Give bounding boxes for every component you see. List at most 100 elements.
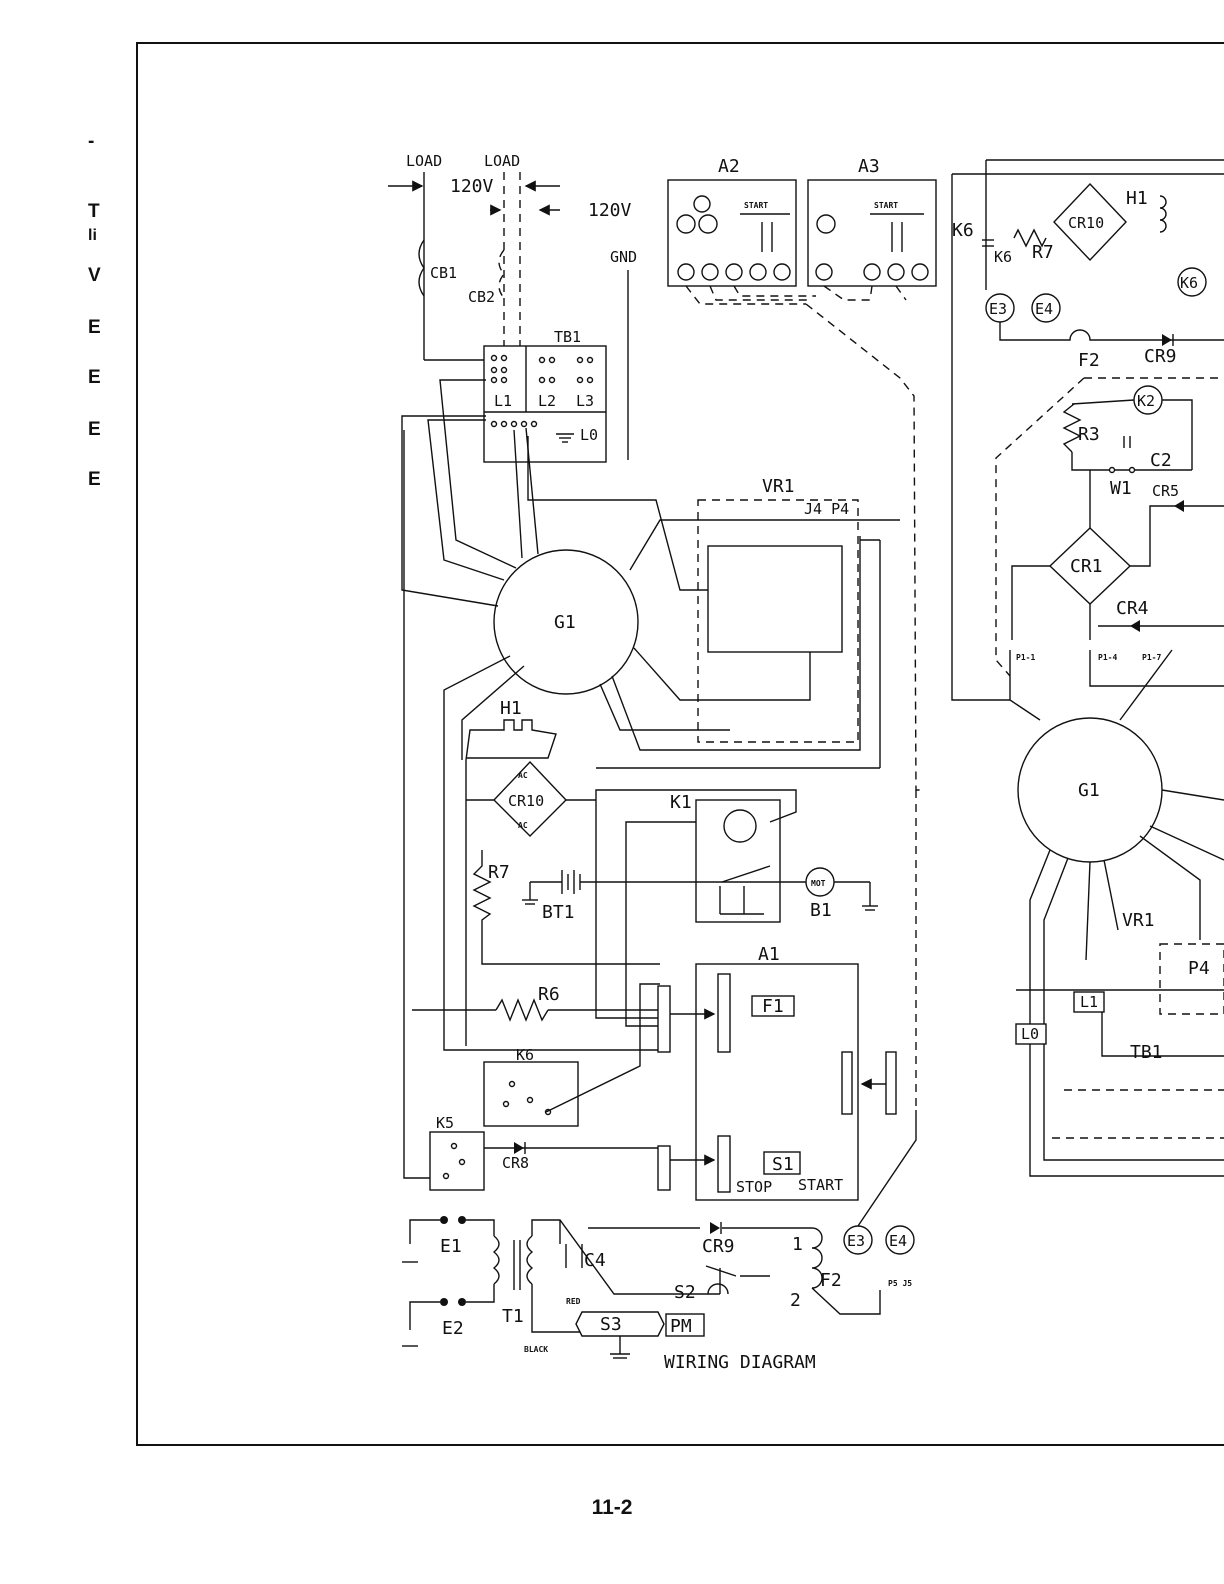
label-a2: A2 <box>718 156 740 177</box>
label-terminal-2: 2 <box>790 1290 801 1311</box>
label-p5-j5: P5 J5 <box>888 1279 912 1288</box>
label-right-cr1: CR1 <box>1070 556 1103 577</box>
label-r7: R7 <box>488 862 510 883</box>
edge-fragment: li <box>88 227 97 244</box>
label-p1-4: P1-4 <box>1098 653 1117 662</box>
label-j4-p4: J4 P4 <box>804 500 849 518</box>
fuse-f2-lower <box>811 1110 917 1315</box>
terminal-board-tb1 <box>483 345 607 463</box>
diagram-caption: WIRING DIAGRAM <box>664 1352 816 1373</box>
label-l2: L2 <box>538 392 556 410</box>
label-right-k2: K2 <box>1137 392 1155 410</box>
label-black: BLACK <box>524 1345 548 1354</box>
component-labels: LOAD LOAD 120V 120V GND CB1 CB2 TB1 L1 L… <box>406 152 1210 1373</box>
edge-fragment: E <box>88 419 101 440</box>
label-pm: PM <box>670 1316 692 1337</box>
bridge-rectifier-cr10 <box>465 760 596 1046</box>
label-k5: K5 <box>436 1114 454 1132</box>
label-gnd: GND <box>610 248 637 266</box>
label-l1: L1 <box>494 392 512 410</box>
label-right-l0: L0 <box>1021 1025 1039 1043</box>
label-a3-start: START <box>874 201 898 210</box>
label-terminal-1: 1 <box>792 1234 803 1255</box>
label-f2: F2 <box>820 1270 842 1291</box>
label-tb1: TB1 <box>554 328 581 346</box>
module-a2 <box>667 179 797 287</box>
label-load-right: LOAD <box>484 152 520 170</box>
label-right-p4: P4 <box>1188 958 1210 979</box>
label-right-w1: W1 <box>1110 478 1132 499</box>
label-120v-left: 120V <box>450 176 494 197</box>
label-right-cr10: CR10 <box>1068 214 1104 232</box>
label-a3: A3 <box>858 156 880 177</box>
label-right-r7: R7 <box>1032 242 1054 263</box>
generator-g1 <box>401 379 900 1051</box>
label-right-c2: C2 <box>1150 450 1172 471</box>
label-right-k6-contact: K6 <box>994 248 1012 266</box>
edge-fragment: V <box>88 265 101 286</box>
label-e1: E1 <box>440 1236 462 1257</box>
label-120v-right: 120V <box>588 200 632 221</box>
label-s2: S2 <box>674 1282 696 1303</box>
label-c4: C4 <box>584 1250 606 1271</box>
label-a1: A1 <box>758 944 780 965</box>
label-right-cr4: CR4 <box>1116 598 1149 619</box>
label-b1: B1 <box>810 900 832 921</box>
label-e4: E4 <box>889 1232 907 1250</box>
load-input-wiring <box>388 172 629 460</box>
label-right-l1: L1 <box>1080 993 1098 1011</box>
relay-k1 <box>595 789 797 1027</box>
label-vr1: VR1 <box>762 476 795 497</box>
edge-fragment: E <box>88 367 101 388</box>
control-board-a1 <box>657 963 897 1201</box>
label-stop: STOP <box>736 1178 772 1196</box>
relay-k5 <box>403 430 658 1191</box>
resistor-r6 <box>412 998 660 1022</box>
right-panel-schematic <box>951 159 1224 1177</box>
edge-fragment: E <box>88 317 101 338</box>
label-cr8: CR8 <box>502 1154 529 1172</box>
label-s1: S1 <box>772 1154 794 1175</box>
page-number: 11-2 <box>591 1496 633 1519</box>
cropped-page-edge-text: - T li V E E E E <box>88 0 108 500</box>
label-start: START <box>798 1176 843 1194</box>
label-cb2: CB2 <box>468 288 495 306</box>
edge-fragment: - <box>88 131 95 152</box>
label-a2-start: START <box>744 201 768 210</box>
diode-cr9 <box>588 1222 812 1234</box>
label-red: RED <box>566 1297 581 1306</box>
label-cb1: CB1 <box>430 264 457 282</box>
label-right-e4: E4 <box>1035 300 1053 318</box>
diode-cr8 <box>514 1142 526 1154</box>
label-k6: K6 <box>516 1046 534 1064</box>
label-g1: G1 <box>554 612 576 633</box>
a2-a3-dashed-harness <box>685 285 924 1110</box>
heater-h1 <box>465 719 557 761</box>
label-ac-bottom: AC <box>518 821 528 830</box>
label-h1: H1 <box>500 698 522 719</box>
module-a3 <box>807 179 937 287</box>
edge-fragment: T <box>88 201 100 222</box>
label-bt1: BT1 <box>542 902 575 923</box>
label-l0: L0 <box>580 426 598 444</box>
label-right-cr5: CR5 <box>1152 482 1179 500</box>
relay-k6 <box>483 983 660 1127</box>
motor-b1 <box>805 867 878 911</box>
label-ac-top: AC <box>518 771 528 780</box>
label-right-h1: H1 <box>1126 188 1148 209</box>
label-right-vr1: VR1 <box>1122 910 1155 931</box>
label-p1-7: P1-7 <box>1142 653 1161 662</box>
diagram-frame <box>136 42 1224 1446</box>
switch-s2 <box>705 1265 770 1295</box>
edge-fragment: E <box>88 469 101 490</box>
label-right-f2: F2 <box>1078 350 1100 371</box>
label-cr9: CR9 <box>702 1236 735 1257</box>
label-s3: S3 <box>600 1314 622 1335</box>
battery-bt1 <box>522 870 806 905</box>
label-cr10: CR10 <box>508 792 544 810</box>
voltage-regulator-vr1 <box>596 499 881 769</box>
label-k1: K1 <box>670 792 692 813</box>
label-right-e3: E3 <box>989 300 1007 318</box>
label-e3: E3 <box>847 1232 865 1250</box>
